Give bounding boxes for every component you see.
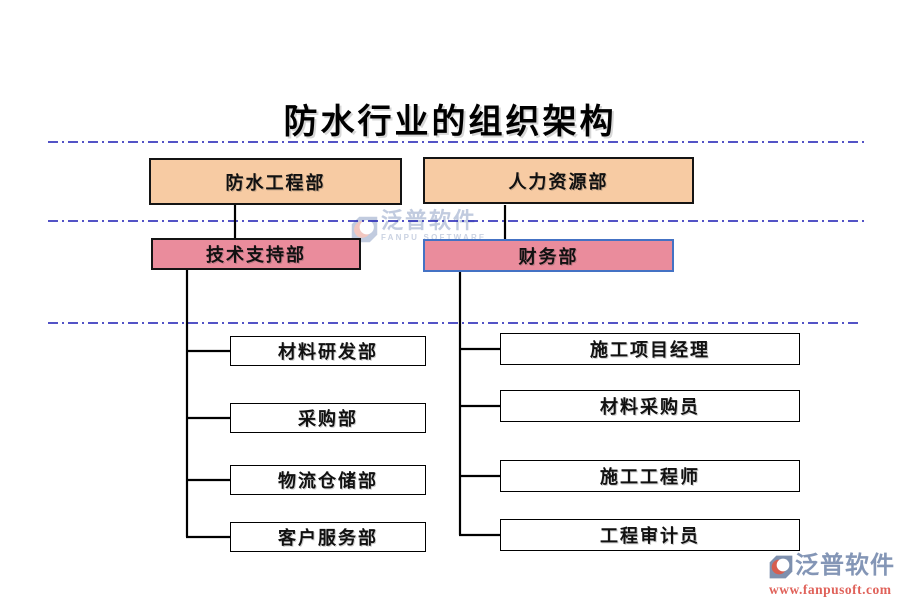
org-node-engineering-auditor: 工程审计员 — [500, 519, 800, 551]
org-node-finance-dept: 财务部 — [423, 239, 674, 272]
watermark-center-tagline: FANPU SOFTWARE — [381, 233, 487, 243]
watermark-corner-url: www.fanpusoft.com — [769, 582, 892, 597]
org-node-technical-support-dept: 技术支持部 — [151, 238, 361, 270]
org-node-human-resources-dept: 人力资源部 — [423, 157, 694, 204]
org-node-logistics-warehouse-dept: 物流仓储部 — [230, 465, 426, 495]
page-title: 防水行业的组织架构 — [283, 104, 617, 141]
org-node-purchasing-dept: 采购部 — [230, 403, 426, 433]
org-node-waterproof-engineering-dept: 防水工程部 — [149, 158, 402, 205]
org-node-construction-engineer: 施工工程师 — [500, 460, 800, 492]
org-node-customer-service-dept: 客户服务部 — [230, 522, 426, 552]
org-node-material-buyer: 材料采购员 — [500, 390, 800, 422]
fanpu-logo-icon — [769, 555, 793, 579]
fanpu-logo-icon — [351, 216, 378, 243]
org-node-construction-project-manager: 施工项目经理 — [500, 333, 800, 365]
watermark-corner-brand: 泛普软件 — [795, 553, 895, 580]
org-node-materials-rd-dept: 材料研发部 — [230, 336, 426, 366]
watermark-corner: 泛普软件 www.fanpusoft.com — [769, 553, 895, 598]
watermark-center-brand: 泛普软件 — [381, 208, 478, 233]
